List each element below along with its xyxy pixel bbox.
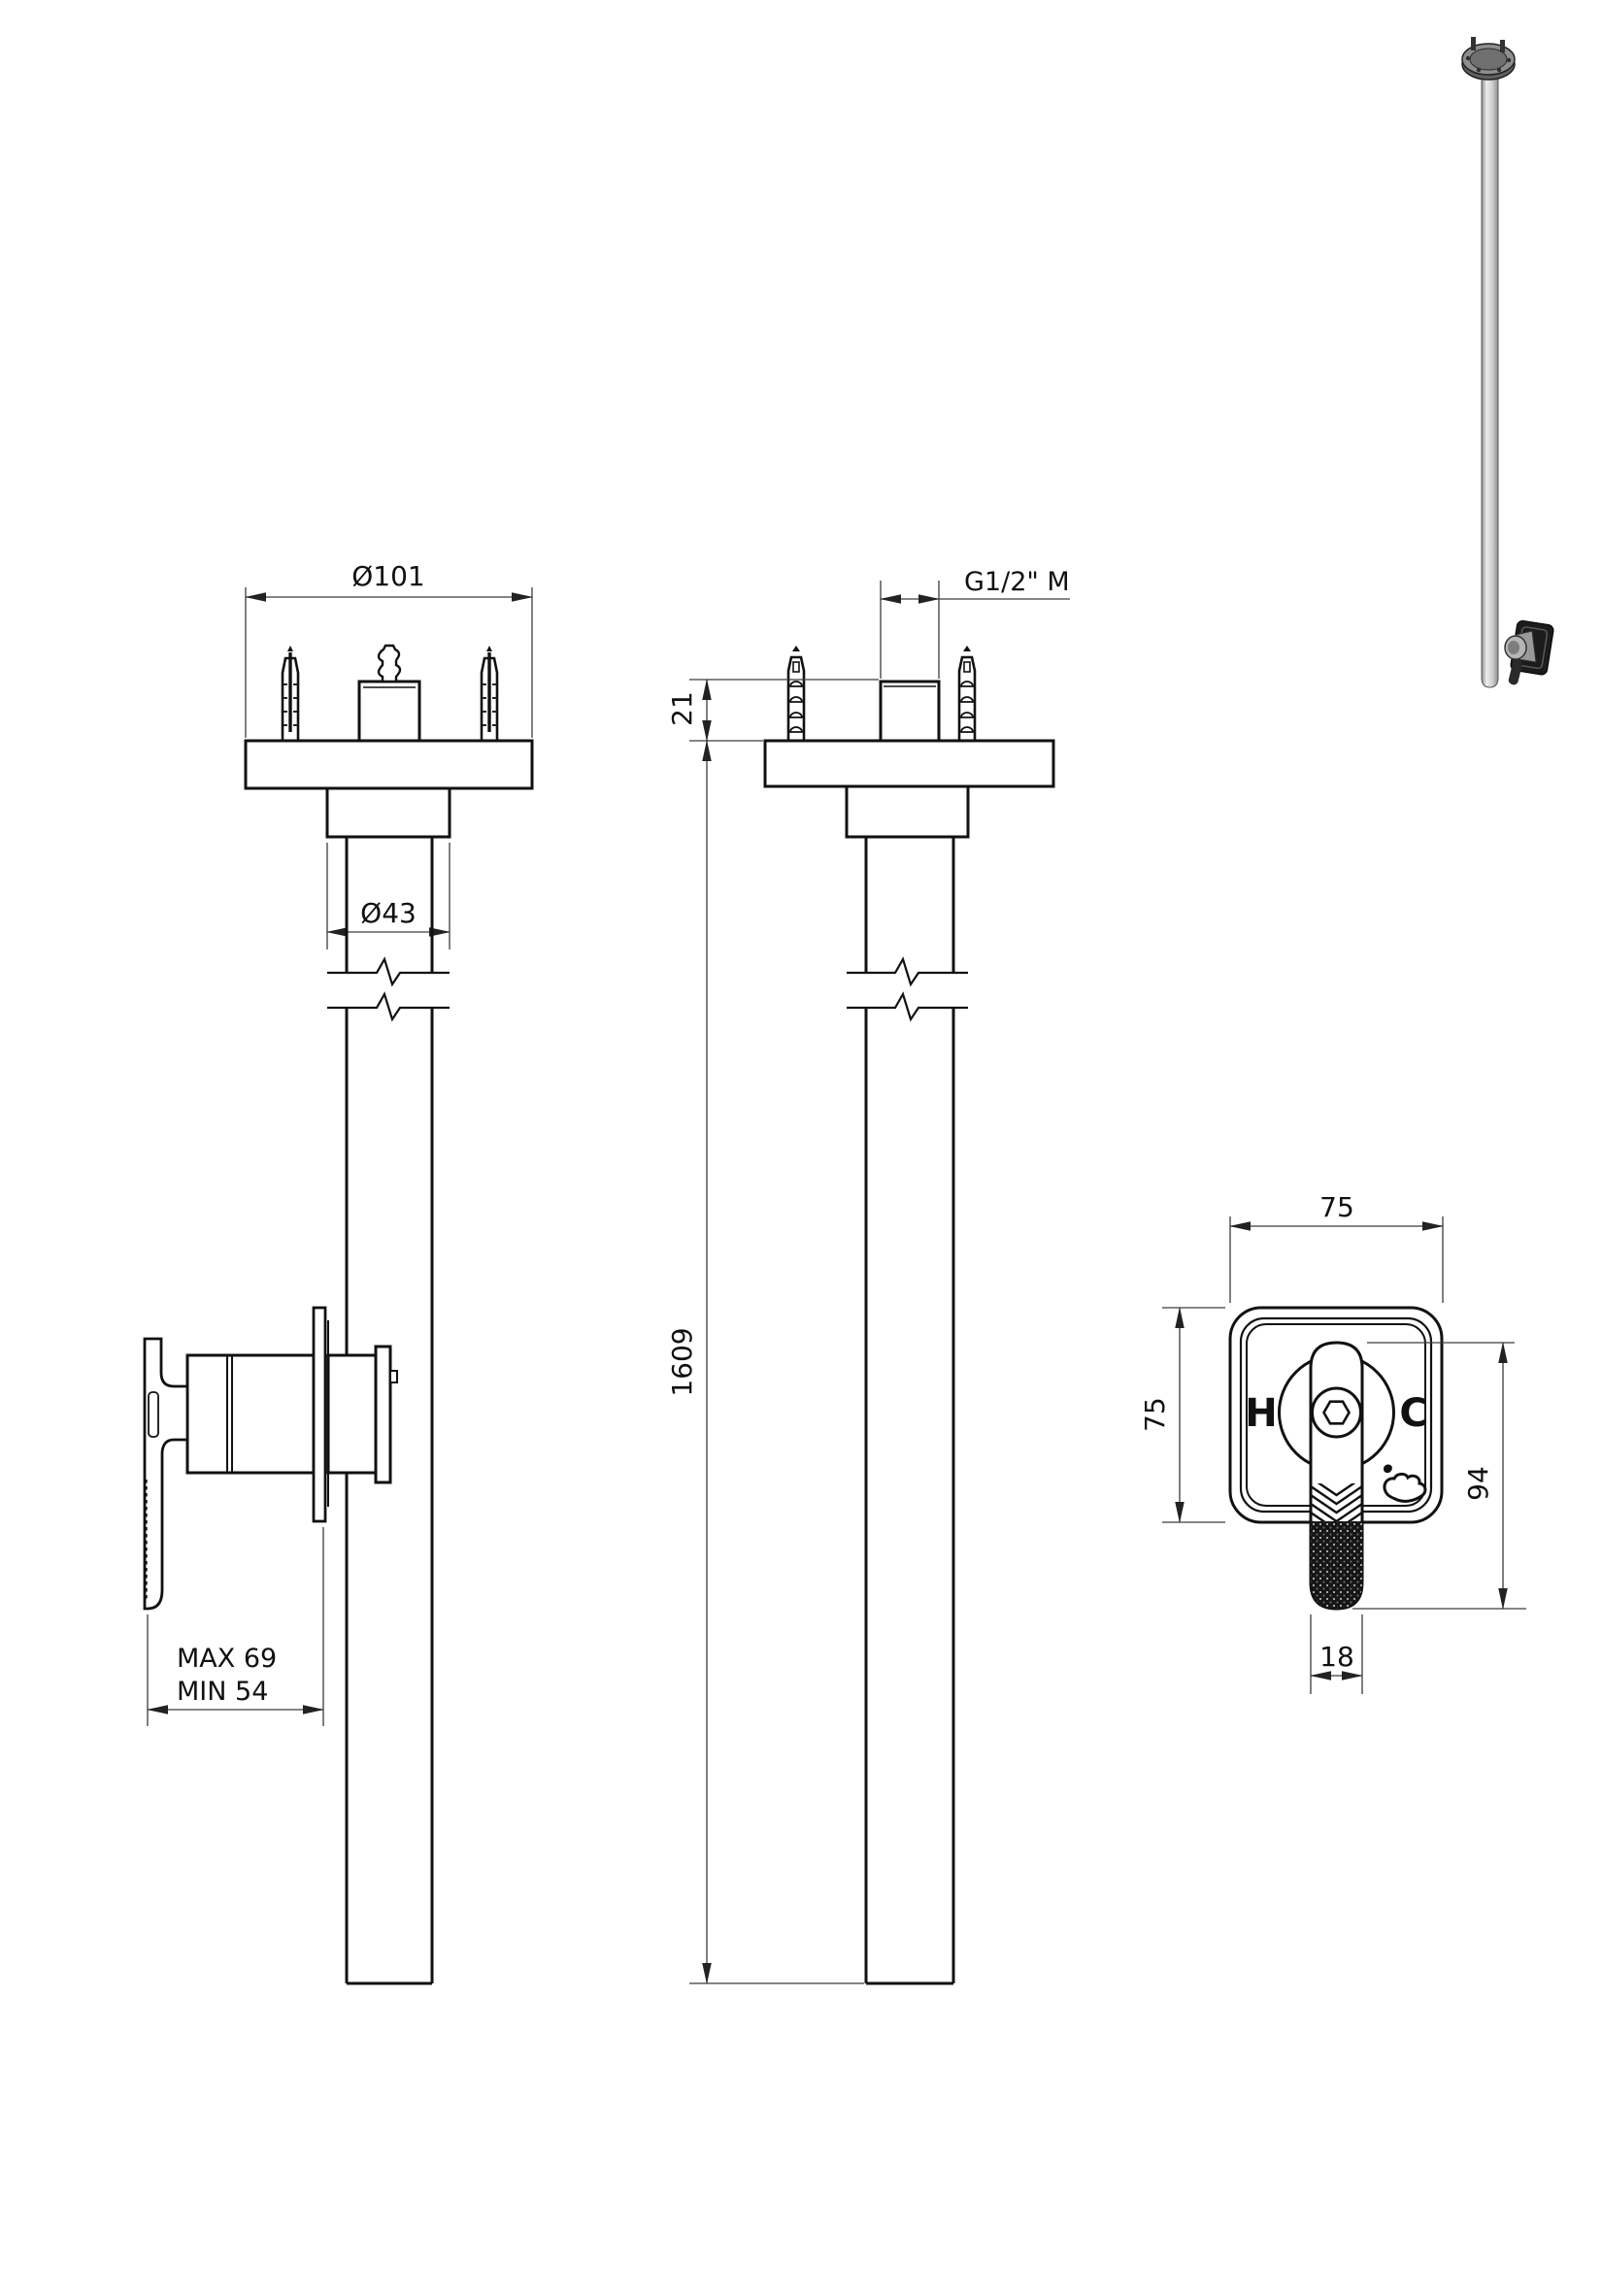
dim-label-handle-min: MIN 54 <box>177 1677 268 1707</box>
dim-plate-width <box>1229 1216 1444 1303</box>
wall-plug-left-icon <box>281 644 300 748</box>
dim-label-thread: G1/2" M <box>964 567 1070 597</box>
dim-label-flange-diameter: Ø101 <box>351 560 424 592</box>
dim-label-plate-width: 75 <box>1319 1191 1354 1223</box>
dim-overall-length <box>689 740 864 1984</box>
dim-label-thread-protrusion: 21 <box>666 691 698 726</box>
dim-label-overall-length: 1609 <box>666 1327 698 1396</box>
valve-body-left <box>185 1353 316 1475</box>
dim-plate-height <box>1162 1307 1225 1523</box>
flange-collar-side <box>845 784 970 839</box>
wall-plug-left-side-icon <box>786 644 806 749</box>
hot-label: H <box>1245 1391 1277 1436</box>
hex-socket-icon <box>1322 1400 1351 1425</box>
plug-peg-left <box>1471 37 1476 50</box>
cold-label: C <box>1399 1391 1427 1436</box>
break-symbol-side <box>847 956 968 1022</box>
front-view: Ø101 Ø43 <box>143 560 534 1985</box>
lever-chevron-hatch <box>1311 1483 1362 1521</box>
dim-thread <box>880 581 1070 679</box>
valve-3d <box>1504 619 1554 685</box>
escutcheon-plate-edge <box>312 1306 327 1523</box>
lever-handle-front <box>1309 1341 1364 1611</box>
handle-hub <box>1311 1386 1362 1439</box>
dim-label-collar-diameter: Ø43 <box>360 897 417 929</box>
pipe-3d <box>1481 65 1499 688</box>
ceiling-flange-front <box>244 644 534 839</box>
pipe-side <box>864 837 955 1985</box>
perspective-view <box>1461 37 1554 688</box>
plug-peg-right <box>1500 40 1505 52</box>
lever-handle-profile <box>143 1337 189 1611</box>
dim-handle-width <box>1310 1614 1363 1694</box>
break-symbol-front <box>327 956 450 1022</box>
dim-label-handle-length: 94 <box>1462 1466 1494 1501</box>
ceiling-plate-side <box>763 739 1055 788</box>
side-view: G1/2" M 21 <box>666 567 1070 1985</box>
dim-flange-diameter <box>245 587 533 738</box>
hose-barb-icon <box>377 644 402 683</box>
dim-label-plate-height: 75 <box>1139 1397 1171 1432</box>
ceiling-plate-front <box>244 739 534 790</box>
valve-lever-3d <box>1508 659 1522 685</box>
wall-plug-right-icon <box>480 644 499 748</box>
valve-cap-nipple <box>389 1370 398 1383</box>
ceiling-flange-side <box>763 644 1055 839</box>
flange-collar-front <box>325 786 451 839</box>
wall-plug-right-side-icon <box>957 644 977 749</box>
dim-handle-length <box>1352 1342 1526 1610</box>
mixer-valve-side-profile <box>143 1306 398 1611</box>
dim-label-handle-width: 18 <box>1319 1641 1354 1673</box>
hand-wash-icon <box>1383 1464 1427 1503</box>
supply-fitting-front <box>357 680 421 743</box>
dim-handle-clearance <box>147 1527 324 1726</box>
dim-thread-protrusion <box>689 679 879 742</box>
faceplate-detail: H C 75 75 94 <box>1139 1191 1526 1694</box>
dim-label-handle-max: MAX 69 <box>177 1644 277 1674</box>
thread-stub-side <box>879 680 941 743</box>
flange-3d <box>1461 37 1516 81</box>
valve-cap <box>374 1345 392 1484</box>
pipe-front <box>345 837 434 1985</box>
valve-body-right <box>326 1353 378 1475</box>
